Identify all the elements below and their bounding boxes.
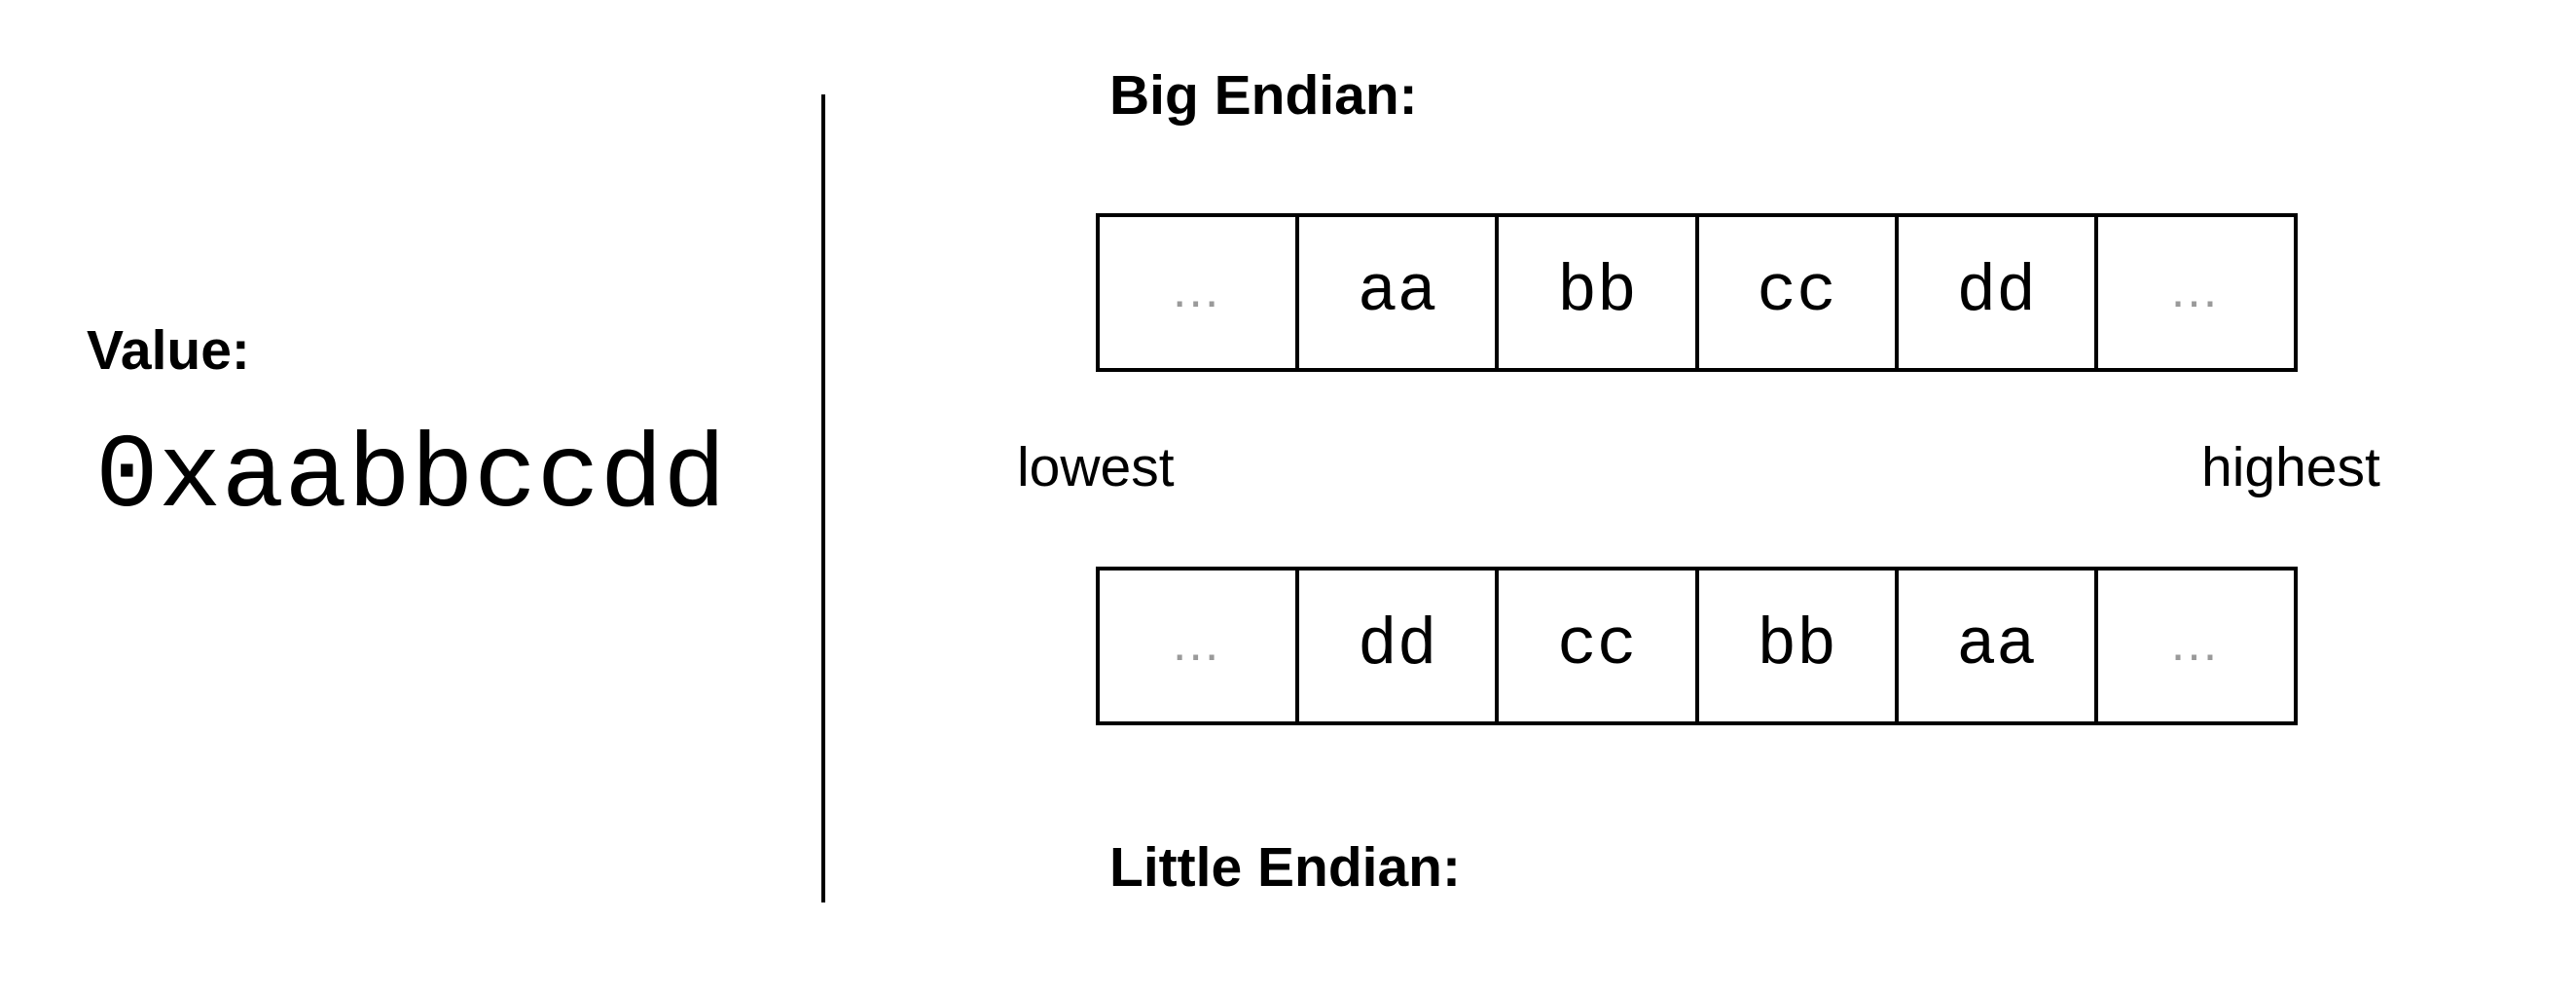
lowest-address-label: lowest <box>1017 436 1175 498</box>
memory-cell-ellipsis: … <box>2093 217 2294 368</box>
value-hex: 0xaabbccdd <box>95 419 727 537</box>
memory-cell: bb <box>1694 571 1895 721</box>
memory-cell: bb <box>1495 217 1694 368</box>
memory-cell: dd <box>1894 217 2094 368</box>
memory-cell-ellipsis: … <box>1170 614 1225 672</box>
little-endian-memory-row: … dd cc bb aa … <box>1096 567 2298 725</box>
big-endian-heading: Big Endian: <box>1109 64 1418 127</box>
memory-cell: aa <box>1894 571 2094 721</box>
value-label: Value: <box>87 319 250 382</box>
big-endian-memory-row: … aa bb cc dd … <box>1096 213 2298 372</box>
memory-cell-ellipsis: … <box>2093 571 2294 721</box>
memory-cell: dd <box>1295 571 1495 721</box>
memory-cell-ellipsis: … <box>1170 261 1225 318</box>
vertical-divider <box>821 94 825 902</box>
highest-address-label: highest <box>2201 436 2380 498</box>
memory-cell: cc <box>1495 571 1694 721</box>
memory-cell: aa <box>1295 217 1495 368</box>
memory-cell: cc <box>1694 217 1895 368</box>
little-endian-heading: Little Endian: <box>1109 836 1461 899</box>
